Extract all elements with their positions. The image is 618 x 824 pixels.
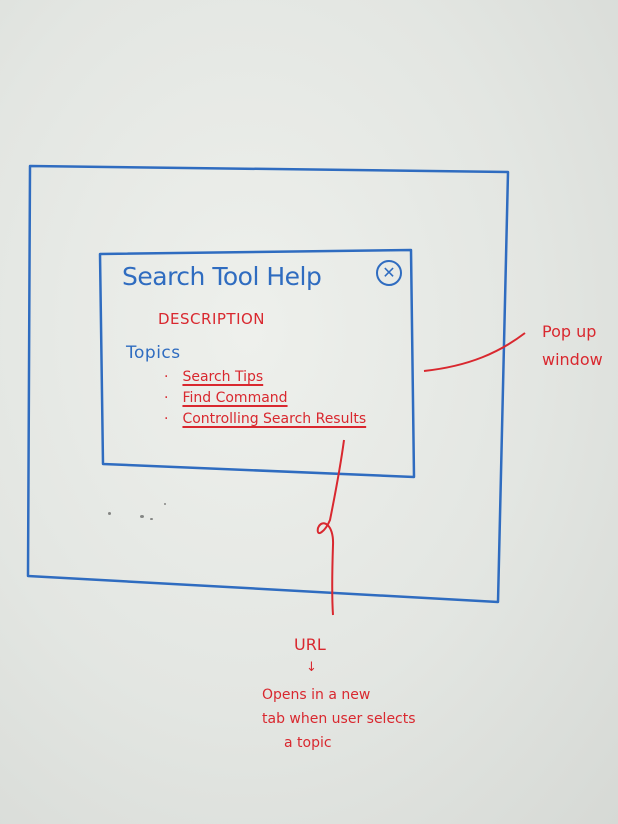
bullet-icon: ·: [164, 411, 169, 427]
topic-link-find-command[interactable]: Find Command: [182, 390, 288, 406]
popup-pointer-line: [423, 332, 526, 372]
arrow-down-icon: ↓: [306, 660, 317, 675]
url-label: URL: [294, 635, 326, 654]
topic-item: · Controlling Search Results: [164, 409, 366, 430]
url-note-line: Opens in a new: [262, 687, 371, 703]
url-note: Opens in a new tab when user selects a t…: [262, 683, 442, 755]
popup-description: DESCRIPTION: [158, 310, 266, 328]
url-note-line: tab when user selects: [262, 711, 416, 727]
marker-smudge: [150, 518, 153, 520]
topics-heading: Topics: [126, 343, 181, 363]
marker-smudge: [164, 503, 166, 505]
popup-annotation: Pop up window: [542, 322, 603, 369]
marker-smudge: [108, 512, 111, 515]
url-note-line: a topic: [284, 735, 332, 751]
close-icon[interactable]: ✕: [376, 260, 402, 286]
url-pointer-line: [316, 439, 345, 616]
topic-list: · Search Tips · Find Command · Controlli…: [164, 367, 366, 430]
topic-item: · Search Tips: [164, 367, 366, 388]
bullet-icon: ·: [164, 390, 169, 406]
topic-link-controlling-search-results[interactable]: Controlling Search Results: [182, 411, 367, 427]
marker-smudge: [140, 515, 144, 518]
bullet-icon: ·: [164, 369, 169, 385]
popup-title: Search Tool Help: [122, 262, 322, 291]
topic-item: · Find Command: [164, 388, 366, 409]
topic-link-search-tips[interactable]: Search Tips: [182, 369, 264, 385]
page-frame: [26, 164, 510, 604]
popup-frame: [98, 248, 416, 479]
